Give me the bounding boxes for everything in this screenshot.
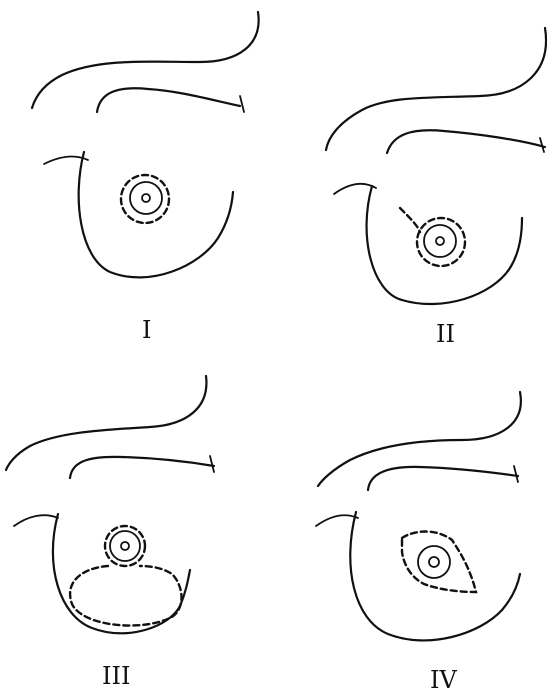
- panel-II-breast-outline: [367, 186, 522, 304]
- panel-I-chest-tick: [240, 96, 244, 112]
- panel-III-periareolar-incision: [105, 526, 145, 566]
- panel-III-shoulder-contour: [6, 376, 206, 470]
- panel-I-shoulder-contour: [32, 12, 259, 108]
- panel-I-breast-outline: [79, 152, 233, 277]
- panel-IV-nipple: [429, 557, 439, 567]
- panel-III-axillary-fold: [14, 515, 58, 526]
- panel-III-inframammary-incision: [70, 566, 181, 626]
- panel-II-areola: [424, 225, 456, 257]
- panel-III-label: III: [102, 664, 130, 688]
- panel-I-nipple: [142, 194, 150, 202]
- panel-I-chest-contour: [97, 88, 240, 112]
- panel-II-label: II: [436, 322, 455, 346]
- panel-I-drawing: [32, 12, 259, 277]
- panel-IV-chest-tick: [514, 466, 518, 482]
- panel-I-label: I: [142, 318, 151, 342]
- panel-III-nipple: [121, 542, 129, 550]
- panel-IV-areola: [418, 546, 450, 578]
- panel-III-drawing: [6, 376, 214, 633]
- panel-II-chest-contour: [387, 130, 545, 153]
- panel-II-shoulder-contour: [326, 28, 546, 150]
- panel-III-chest-tick: [210, 456, 214, 472]
- panel-III-areola: [110, 531, 140, 561]
- panel-II-axillary-extension-incision: [400, 208, 420, 232]
- panel-IV-axillary-fold: [316, 515, 358, 526]
- panel-IV-chest-contour: [368, 467, 518, 490]
- panel-III-chest-contour: [70, 457, 214, 478]
- panel-IV-label: IV: [430, 668, 457, 692]
- panel-II-drawing: [326, 28, 546, 304]
- panel-IV-drawing: [316, 392, 521, 640]
- panel-II-nipple: [436, 237, 444, 245]
- panel-I-areola: [130, 182, 162, 214]
